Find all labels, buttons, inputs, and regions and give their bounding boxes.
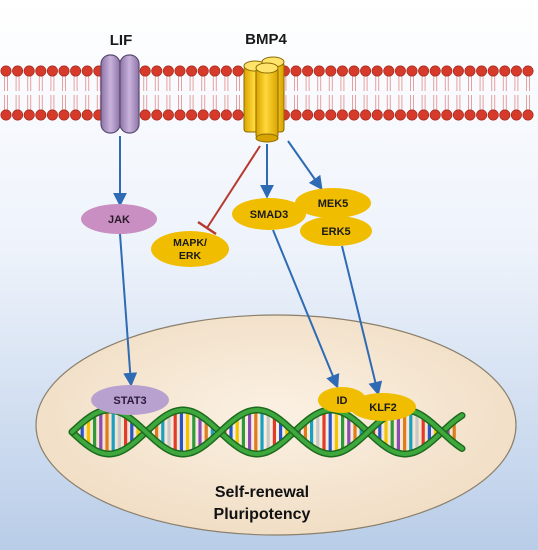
id-label: ID [337, 395, 348, 407]
jak-label: JAK [108, 214, 130, 226]
arrow-erk5-to-klf2 [341, 245, 383, 396]
smad3-node [232, 198, 306, 230]
inhibition-bmp4-to-mapk [197, 145, 261, 236]
mapk-label-line1: MAPK/ [173, 237, 207, 249]
stat3-label: STAT3 [113, 395, 146, 407]
mapk-label-line2: ERK [179, 250, 202, 262]
stat3-node [91, 385, 169, 415]
bmp4-label: BMP4 [245, 31, 287, 48]
erk5-node [300, 216, 372, 246]
arrow-smad3-to-id [272, 229, 340, 389]
mapk-erk-node [151, 231, 229, 267]
mek5-label: MEK5 [318, 198, 349, 210]
arrow-bmp4-to-mek5 [287, 140, 323, 191]
outcome-self-renewal: Self-renewal [215, 484, 309, 501]
arrow-jak-to-stat3 [119, 233, 138, 387]
erk5-label: ERK5 [321, 226, 350, 238]
klf2-label: KLF2 [369, 402, 397, 414]
klf2-node [350, 393, 416, 421]
lif-label: LIF [110, 32, 133, 49]
bmp4-receptor-icon [243, 56, 285, 143]
mek5-node [295, 188, 371, 218]
lif-receptor-icon [100, 54, 140, 134]
jak-node [81, 204, 157, 234]
outcome-pluripotency: Pluripotency [214, 506, 311, 523]
smad3-label: SMAD3 [250, 209, 289, 221]
